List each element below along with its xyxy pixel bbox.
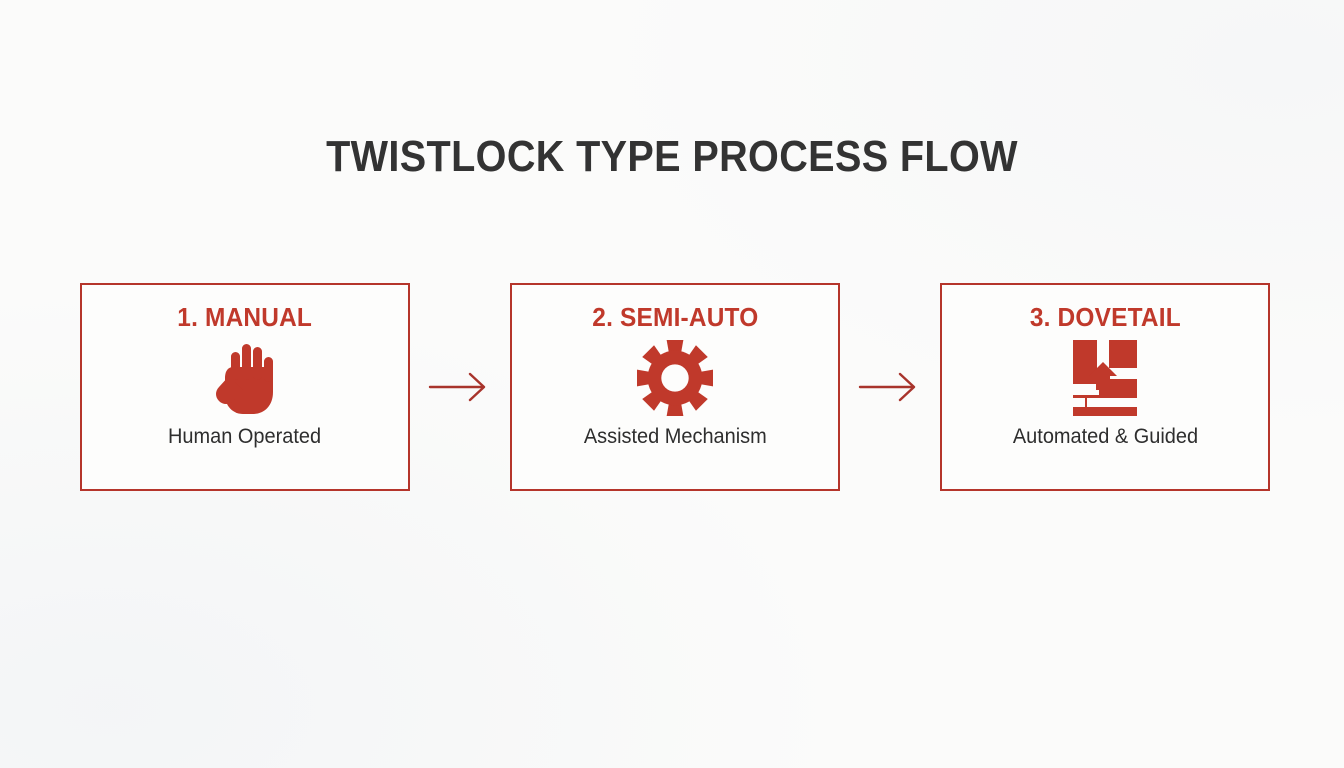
page-title: TWISTLOCK TYPE PROCESS FLOW: [326, 132, 1018, 181]
flow-step-caption: Automated & Guided: [1012, 425, 1198, 448]
arrow-right-icon: [410, 367, 510, 407]
flow-step-card-semi-auto[interactable]: 2. SEMI-AUTO: [510, 283, 840, 491]
gear-icon: [637, 340, 713, 416]
flow-steps-row: 1. MANUAL Human Operate: [80, 283, 1270, 491]
flow-step-caption: Human Operated: [168, 425, 322, 448]
flow-step-heading: 1. MANUAL: [177, 302, 313, 332]
flow-step-card-manual[interactable]: 1. MANUAL Human Operate: [80, 283, 410, 491]
flow-step-heading: 2. SEMI-AUTO: [591, 302, 759, 332]
arrow-right-icon: [840, 367, 940, 407]
hand-icon: [209, 340, 281, 416]
flow-step-caption: Assisted Mechanism: [583, 425, 767, 448]
dovetail-joint-icon: [1073, 340, 1137, 416]
flow-step-card-dovetail[interactable]: 3. DOVETAIL: [940, 283, 1270, 491]
flow-step-heading: 3. DOVETAIL: [1029, 302, 1181, 332]
